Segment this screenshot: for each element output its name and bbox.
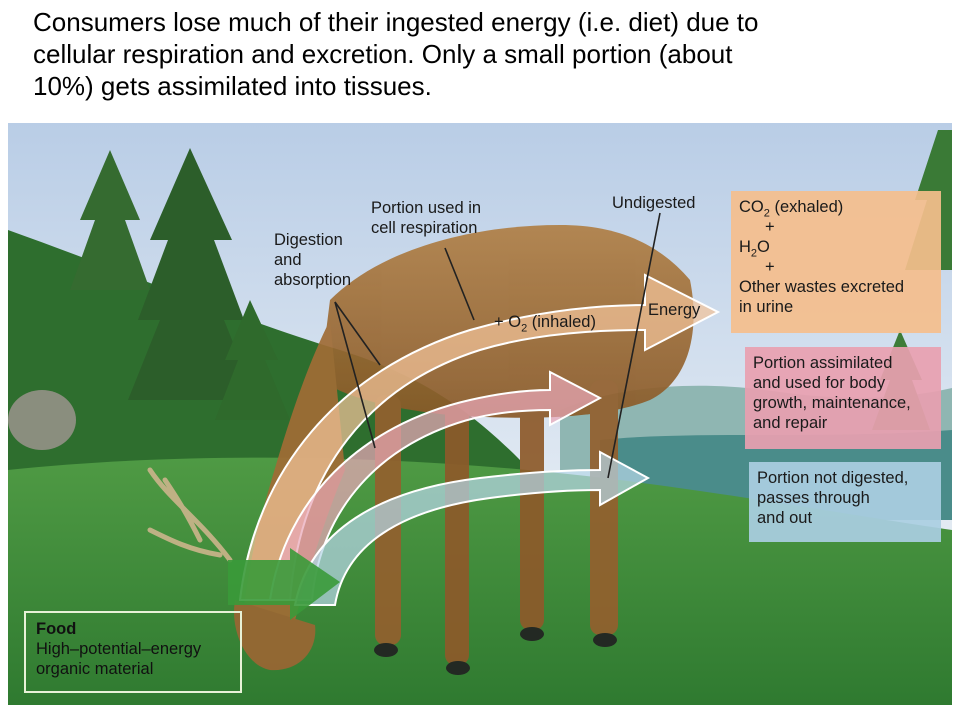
digestion-pointer-2 — [334, 301, 376, 449]
assimilated-output-box: Portion assimilated and used for body gr… — [745, 347, 941, 449]
deer-leg-back-right — [520, 395, 544, 630]
undigested-label: Undigested — [612, 194, 696, 212]
caption-line-3: 10%) gets assimilated into tissues. — [33, 71, 432, 101]
assimilated-line: growth, maintenance, — [753, 394, 911, 412]
waste-output-box: CO2 (exhaled) + H2O + Other wastes excre… — [731, 191, 941, 333]
o2-prefix: + O — [494, 313, 522, 331]
caption-line-2: cellular respiration and excretion. Only… — [33, 39, 733, 69]
deer-hoof — [593, 633, 617, 647]
not-digested-line: passes through — [757, 489, 870, 507]
digestion-label-line: and — [274, 251, 302, 269]
deer-leg-front-right — [445, 400, 469, 665]
o2-inhaled-label: + O2 (inhaled) — [494, 312, 596, 335]
wastes-line: Other wastes excreted — [739, 278, 905, 296]
o2-suffix: (inhaled) — [527, 313, 596, 331]
digestion-label: Digestion and absorption — [274, 230, 351, 290]
digestion-pointer-1 — [334, 301, 381, 366]
label-pointers — [334, 212, 661, 479]
digestion-label-line: absorption — [274, 271, 352, 289]
co2-line: CO2 (exhaled) — [739, 197, 933, 220]
co2-suffix: (exhaled) — [769, 198, 844, 216]
not-digested-line: and out — [757, 509, 813, 527]
not-digested-output-box: Portion not digested, passes through and… — [749, 462, 941, 542]
plus-sign: + — [765, 218, 775, 236]
food-intake-arrow — [228, 548, 340, 620]
pine-tree-small — [215, 300, 290, 420]
digestion-label-line: Digestion — [274, 231, 343, 249]
food-title: Food — [36, 620, 77, 638]
food-input-box: Food High–potential–energy organic mater… — [24, 611, 242, 693]
food-description-line: High–potential–energy — [36, 640, 202, 658]
assimilated-line: and repair — [753, 414, 828, 432]
deer-hoof — [520, 627, 544, 641]
assimilated-line: Portion assimilated — [753, 354, 893, 372]
h2o-subscript: 2 — [750, 247, 758, 260]
undigested-arrow — [293, 450, 651, 606]
co2-text: CO — [739, 198, 764, 216]
deer-hoof — [446, 661, 470, 675]
energy-label: Energy — [648, 301, 701, 319]
rock — [8, 390, 76, 450]
o2-subscript: 2 — [521, 322, 528, 335]
deer-antlers — [147, 467, 233, 563]
food-description-line: organic material — [36, 660, 154, 678]
h2o-line: H2O — [739, 237, 933, 260]
deer-head — [234, 600, 316, 671]
respiration-label: Portion used in cell respiration — [371, 198, 481, 238]
pine-tree-far — [70, 150, 150, 290]
deer-leg-back-left — [590, 380, 618, 635]
wastes-line: in urine — [739, 298, 794, 316]
h2o-h: H — [739, 238, 751, 256]
pine-tree-left — [128, 148, 256, 400]
caption-text: Consumers lose much of their ingested en… — [33, 6, 948, 102]
co2-subscript: 2 — [763, 207, 770, 220]
respiration-label-line: cell respiration — [371, 219, 478, 237]
respiration-label-line: Portion used in — [371, 199, 482, 217]
flow-arrows — [228, 273, 721, 620]
respiration-pointer — [444, 247, 475, 321]
assimilated-line: and used for body — [753, 374, 886, 392]
caption-line-1: Consumers lose much of their ingested en… — [33, 7, 759, 37]
h2o-o: O — [757, 238, 770, 256]
not-digested-line: Portion not digested, — [757, 469, 909, 487]
deer-hoof — [374, 643, 398, 657]
undigested-pointer — [607, 212, 661, 479]
plus-sign: + — [765, 258, 775, 276]
